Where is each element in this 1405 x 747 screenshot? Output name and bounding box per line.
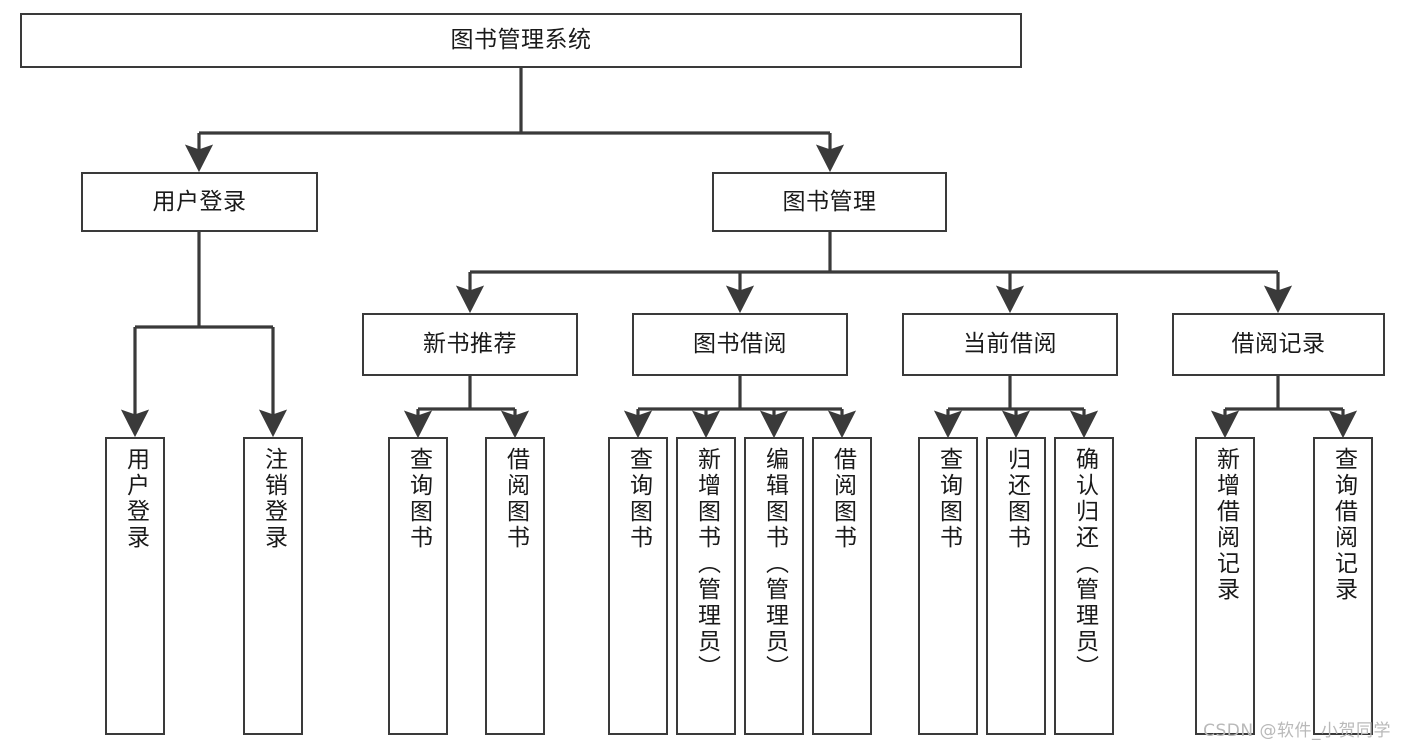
node-current-borrow-label: 当前借阅	[963, 331, 1057, 358]
node-leaf-add-record[interactable]: 新增借阅记录	[1195, 437, 1255, 735]
node-leaf-query-record-label: 查询借阅记录	[1330, 447, 1357, 603]
node-leaf-query-book-2-label: 查询图书	[625, 447, 652, 551]
node-new-book-rec[interactable]: 新书推荐	[362, 313, 578, 376]
node-leaf-return-book-label: 归还图书	[1003, 447, 1030, 551]
node-new-book-rec-label: 新书推荐	[423, 331, 517, 358]
node-leaf-borrow-book-1-label: 借阅图书	[502, 447, 529, 551]
node-leaf-add-record-label: 新增借阅记录	[1212, 447, 1239, 603]
node-leaf-user-login[interactable]: 用户登录	[105, 437, 165, 735]
node-leaf-add-book[interactable]: 新增图书（管理员）	[676, 437, 736, 735]
node-leaf-add-book-label: 新增图书（管理员）	[693, 447, 720, 681]
node-book-manage-label: 图书管理	[782, 188, 877, 215]
watermark: CSDN @软件_小贺同学	[1203, 721, 1391, 741]
node-leaf-edit-book-label: 编辑图书（管理员）	[761, 447, 788, 681]
node-leaf-logout[interactable]: 注销登录	[243, 437, 303, 735]
node-root-label: 图书管理系统	[450, 27, 592, 54]
node-current-borrow[interactable]: 当前借阅	[902, 313, 1118, 376]
node-leaf-query-book-3[interactable]: 查询图书	[918, 437, 978, 735]
node-leaf-return-book[interactable]: 归还图书	[986, 437, 1046, 735]
node-leaf-borrow-book-2-label: 借阅图书	[829, 447, 856, 551]
node-leaf-logout-label: 注销登录	[260, 447, 287, 551]
node-user-login[interactable]: 用户登录	[81, 172, 318, 232]
node-borrow-record[interactable]: 借阅记录	[1172, 313, 1385, 376]
node-leaf-borrow-book-2[interactable]: 借阅图书	[812, 437, 872, 735]
node-leaf-confirm-return-label: 确认归还（管理员）	[1071, 447, 1098, 681]
node-book-manage[interactable]: 图书管理	[712, 172, 947, 232]
node-user-login-label: 用户登录	[152, 188, 247, 215]
node-leaf-confirm-return[interactable]: 确认归还（管理员）	[1054, 437, 1114, 735]
node-book-borrow-label: 图书借阅	[693, 331, 787, 358]
node-leaf-query-record[interactable]: 查询借阅记录	[1313, 437, 1373, 735]
node-leaf-query-book-3-label: 查询图书	[935, 447, 962, 551]
node-book-borrow[interactable]: 图书借阅	[632, 313, 848, 376]
node-root[interactable]: 图书管理系统	[20, 13, 1022, 68]
node-borrow-record-label: 借阅记录	[1231, 331, 1326, 358]
node-leaf-query-book-1-label: 查询图书	[405, 447, 432, 551]
node-leaf-query-book-2[interactable]: 查询图书	[608, 437, 668, 735]
node-leaf-query-book-1[interactable]: 查询图书	[388, 437, 448, 735]
node-leaf-edit-book[interactable]: 编辑图书（管理员）	[744, 437, 804, 735]
node-leaf-user-login-label: 用户登录	[122, 447, 149, 551]
node-leaf-borrow-book-1[interactable]: 借阅图书	[485, 437, 545, 735]
